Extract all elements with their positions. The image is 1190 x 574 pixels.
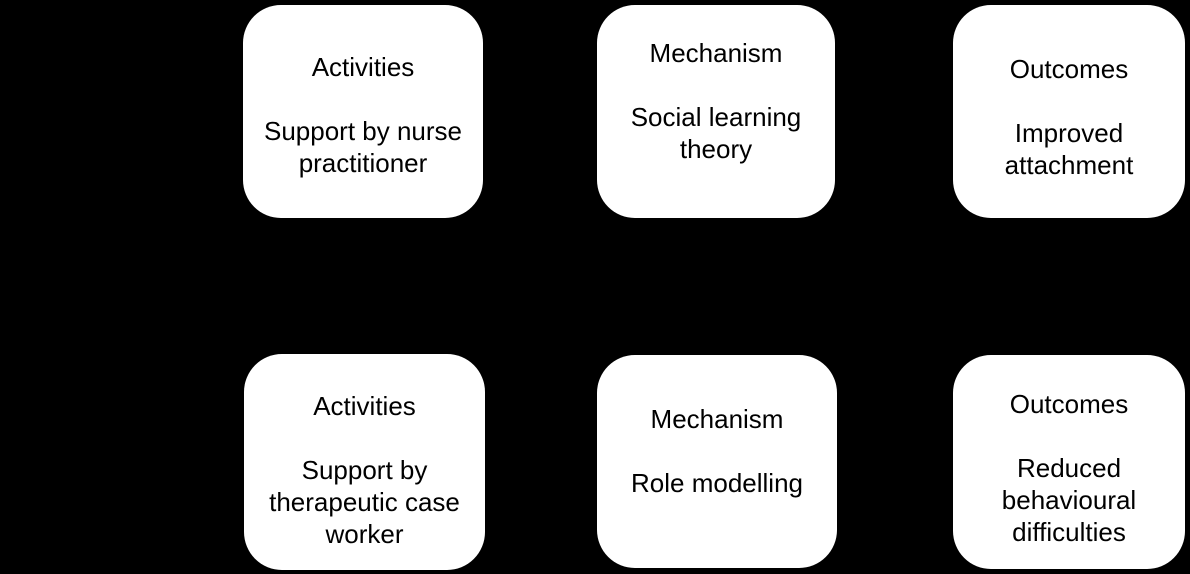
node-outcomes-row1: Outcomes Improved attachment <box>953 5 1185 218</box>
node-activities-row1: Activities Support by nurse practitioner <box>243 5 483 218</box>
node-outcomes-row2: Outcomes Reduced behavioural difficultie… <box>953 355 1185 569</box>
node-heading: Outcomes <box>1009 54 1129 84</box>
node-body: Reduced behavioural difficulties <box>1001 453 1137 547</box>
node-mechanism-row1: Mechanism Social learning theory <box>597 5 835 218</box>
node-body: Support by nurse practitioner <box>263 116 462 178</box>
node-heading: Activities <box>311 52 415 82</box>
node-body: Social learning theory <box>630 102 802 164</box>
node-mechanism-row2: Mechanism Role modelling <box>597 355 837 568</box>
node-activities-row2: Activities Support by therapeutic case w… <box>244 354 485 570</box>
node-heading: Mechanism <box>650 404 784 434</box>
node-body: Support by therapeutic case worker <box>269 455 460 549</box>
node-heading: Activities <box>313 391 416 421</box>
node-body: Role modelling <box>631 468 803 498</box>
node-heading: Outcomes <box>1009 389 1129 419</box>
node-body: Improved attachment <box>1004 118 1134 180</box>
node-heading: Mechanism <box>649 38 783 68</box>
